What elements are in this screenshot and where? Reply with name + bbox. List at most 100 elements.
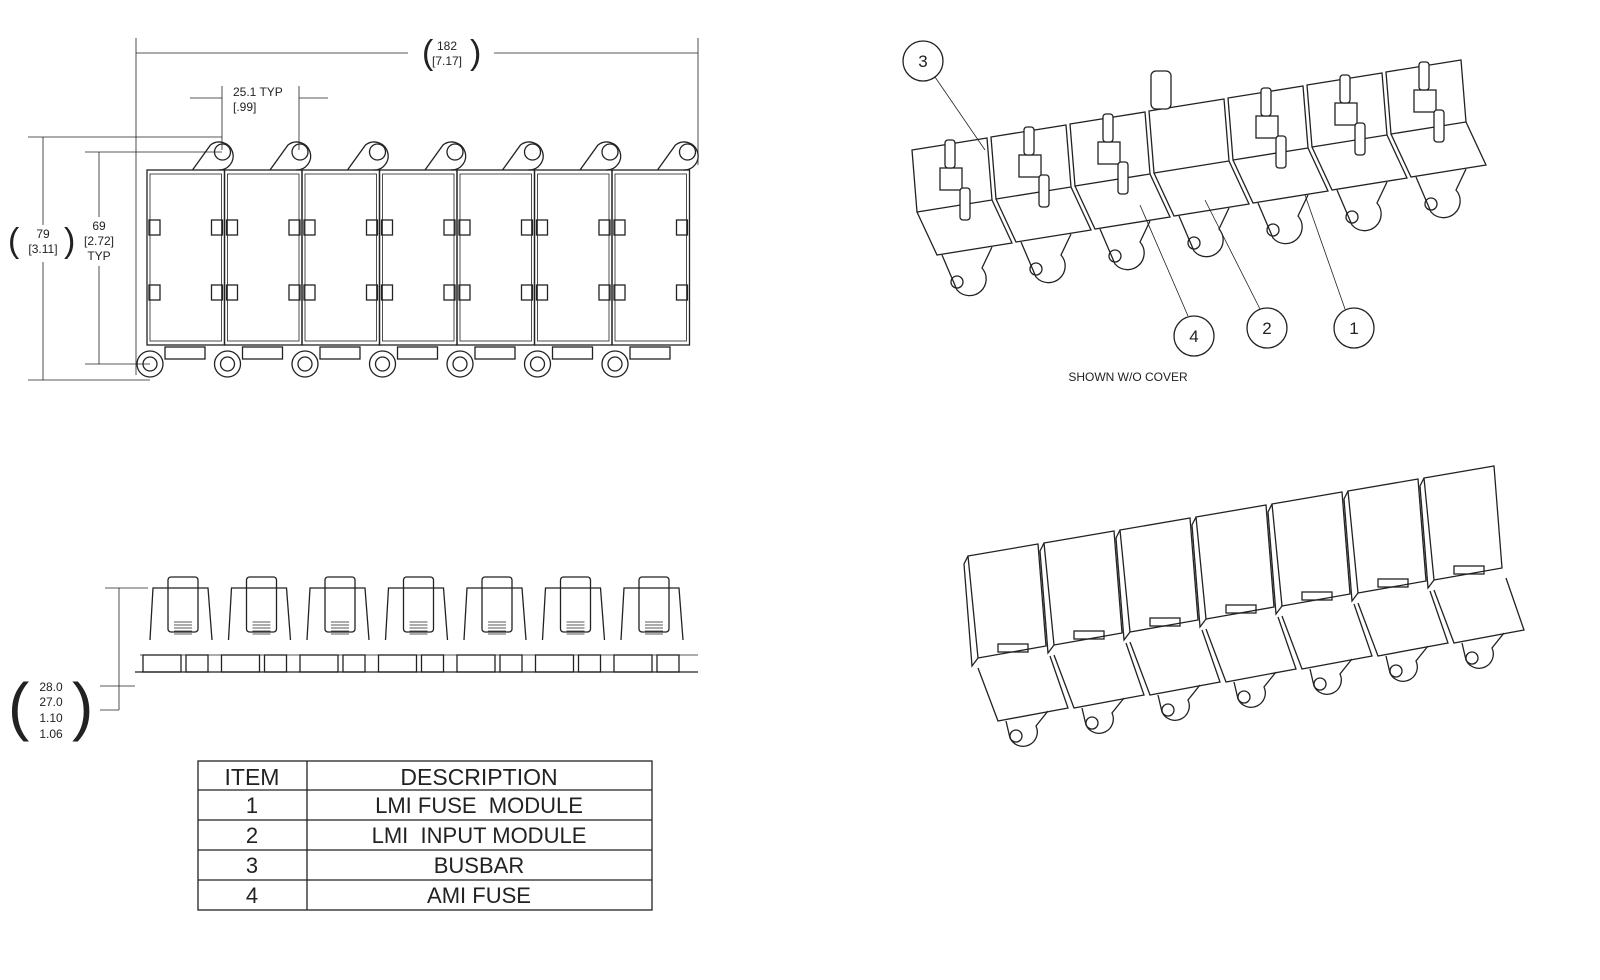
tab <box>474 346 516 360</box>
fuse-block <box>1018 154 1042 178</box>
balloon-4: 4 <box>1173 315 1215 357</box>
base-block <box>377 654 418 673</box>
latch <box>380 219 394 236</box>
module-inner <box>537 173 610 342</box>
balloon-1: 1 <box>1333 307 1375 349</box>
input-stud <box>1150 70 1172 110</box>
bom-row-item: 4 <box>246 883 258 908</box>
cover-tab <box>1453 565 1485 575</box>
fuse-block <box>1097 141 1121 165</box>
stud-terminal <box>959 187 971 221</box>
bom-header-description: DESCRIPTION <box>400 764 557 790</box>
bom-row-item: 1 <box>246 793 258 818</box>
mount-hole <box>368 143 387 161</box>
overall-height-mm: 79 <box>36 227 50 241</box>
module-base <box>1433 577 1525 644</box>
tab <box>551 346 594 360</box>
module-side <box>1153 160 1250 217</box>
tab <box>164 346 206 360</box>
module-outline <box>378 169 458 346</box>
fuse-block <box>1255 115 1279 139</box>
base-block <box>263 654 288 673</box>
mount-hole <box>1345 210 1359 224</box>
mount-hole <box>1465 651 1479 665</box>
overall-width-mm: 182 <box>437 39 457 53</box>
mounting-ear <box>269 141 312 171</box>
base-block <box>656 654 680 673</box>
fuse-body <box>481 576 513 633</box>
mount-hole <box>950 275 964 289</box>
mount-hole <box>1161 703 1175 717</box>
paren-right: ) <box>64 222 75 260</box>
fuse-cover <box>463 587 527 641</box>
bom-row-item: 2 <box>246 823 258 848</box>
module-side <box>1390 121 1487 178</box>
svg-text:2: 2 <box>1262 319 1271 338</box>
side-view <box>100 576 698 711</box>
mounting-ear <box>579 141 622 171</box>
latch <box>520 219 534 236</box>
module-base <box>1281 603 1373 670</box>
mounting-ear <box>291 350 319 378</box>
tab <box>629 346 671 360</box>
cover-tab <box>997 643 1029 653</box>
body-height-mm: 69 <box>92 219 106 233</box>
latch <box>520 284 534 301</box>
mount-hole <box>374 356 391 372</box>
cover-tab <box>1149 617 1181 627</box>
module-outline <box>223 169 303 346</box>
module-side <box>916 199 1013 256</box>
latch <box>535 284 549 301</box>
cover-side <box>1343 490 1359 603</box>
cover-face <box>1347 478 1427 594</box>
latch <box>675 284 689 301</box>
leader-line <box>1204 199 1261 310</box>
mount-hole <box>1009 729 1023 743</box>
base-block <box>577 654 602 673</box>
paren-right: ) <box>72 670 93 742</box>
cover-face <box>967 543 1047 659</box>
mounting-ear <box>346 141 389 171</box>
balloon-2: 2 <box>1246 307 1288 349</box>
latch <box>303 284 316 301</box>
latch <box>675 219 689 236</box>
latch <box>598 284 611 301</box>
body-height-note: TYP <box>87 249 110 263</box>
latch <box>210 219 224 236</box>
mounting-ear <box>1415 168 1467 219</box>
leader-line <box>1304 194 1346 310</box>
latch <box>380 284 394 301</box>
bom-row-description: LMI FUSE MODULE <box>375 793 583 818</box>
module-base <box>1357 590 1449 657</box>
cover-side <box>1419 477 1435 590</box>
module-outline <box>533 169 613 346</box>
tab <box>319 346 361 360</box>
base-block <box>420 654 445 673</box>
fuse-block <box>1413 89 1437 113</box>
mount-hole <box>678 143 697 161</box>
base-block <box>142 654 182 673</box>
fuse-body <box>559 576 592 633</box>
fuse-cover <box>149 587 213 641</box>
svg-text:4: 4 <box>1189 327 1198 346</box>
fuse-body <box>324 576 356 633</box>
base-block <box>613 654 653 673</box>
mounting-ear <box>523 350 552 378</box>
fuse-body <box>402 576 435 633</box>
fuse-body <box>638 576 670 633</box>
balloon-3: 3 <box>902 40 944 82</box>
module-inner <box>614 173 687 342</box>
mounting-ear <box>941 246 993 297</box>
module-base <box>1053 642 1145 709</box>
latch <box>148 284 161 301</box>
mounting-ear <box>446 350 474 378</box>
latch <box>458 219 471 236</box>
latch <box>598 219 611 236</box>
latch <box>365 284 379 301</box>
module-outline <box>611 169 691 346</box>
overall-height-in: [3.11] <box>28 242 57 256</box>
base-block <box>185 654 209 673</box>
latch <box>225 219 239 236</box>
mounting-ear <box>368 350 397 378</box>
fuse-block <box>939 167 963 191</box>
